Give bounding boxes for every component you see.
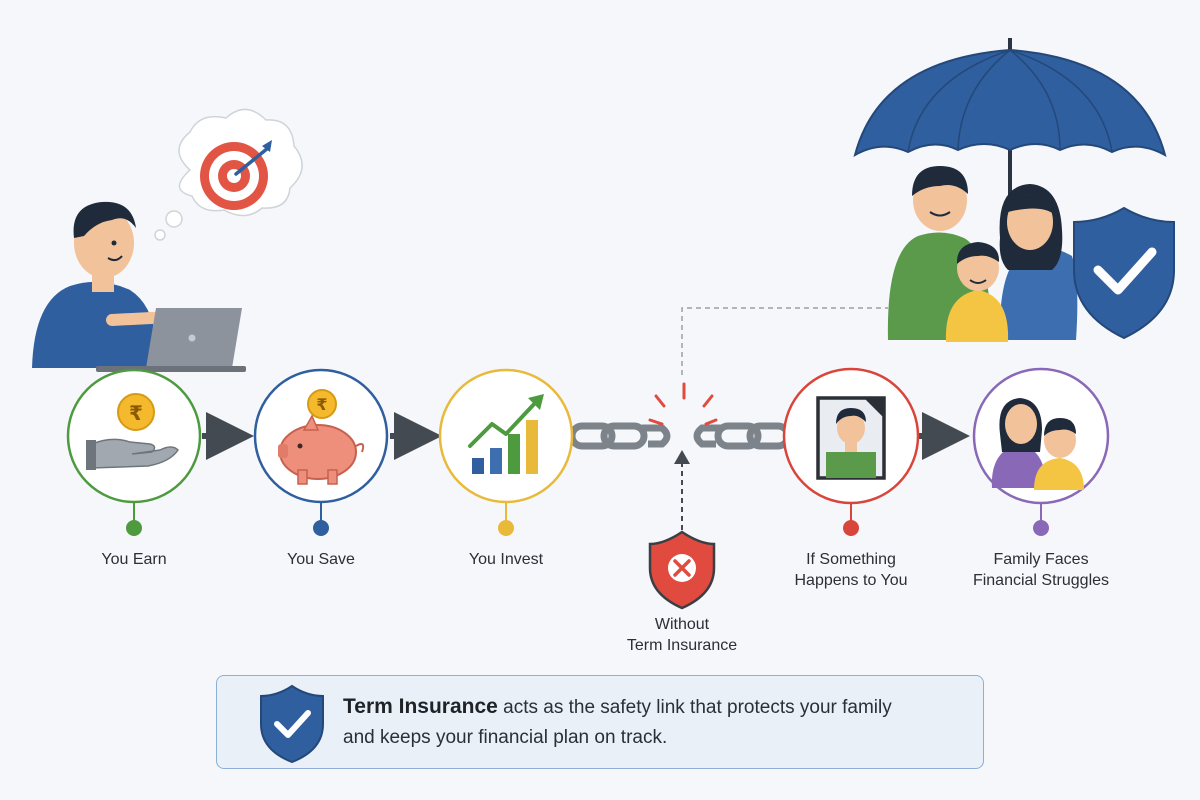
growth-chart-icon [468,394,544,474]
step-label-family-struggles: Family Faces Financial Struggles [972,551,1110,589]
step-label-earn: You Earn [101,551,167,568]
step-circle-earn: ₹ [66,368,202,536]
thought-bubble [154,108,303,241]
callout-highlight: Term Insurance [343,695,498,718]
step-label-something-happens: If Something Happens to You [794,551,908,589]
step-circle-save: ₹ [253,368,389,536]
step-circle-something-happens [782,367,920,536]
callout-text: Term Insurance acts as the safety link t… [343,692,963,753]
umbrella-icon [853,38,1167,205]
break-up-arrow [674,450,690,530]
rupee-symbol: ₹ [129,401,143,425]
step-circle-family-struggles [972,367,1110,536]
term-insurance-callout: Term Insurance acts as the safety link t… [216,675,984,769]
protected-family-group [853,38,1175,342]
break-spark [648,382,718,426]
step-label-save: You Save [287,551,355,568]
worried-family-icon [991,398,1084,490]
check-shield-icon [1073,206,1175,340]
broken-chain-icon [568,422,792,450]
rupee-hand-icon: ₹ [86,393,179,470]
break-label: Without Term Insurance [626,616,738,654]
check-shield-icon [260,684,324,764]
person-with-laptop [32,201,246,372]
target-icon [200,140,272,210]
dashed-connector [681,307,888,375]
piggy-bank-icon: ₹ [278,389,365,485]
danger-shield-icon [648,530,716,610]
step-label-invest: You Invest [468,551,544,568]
callout-line1: acts as the safety link that protects yo… [497,697,892,718]
rupee-symbol: ₹ [316,395,327,414]
memorial-frame-icon [816,396,886,480]
step-circle-invest [438,368,574,536]
callout-line2: and keeps your financial plan on track. [343,727,668,748]
